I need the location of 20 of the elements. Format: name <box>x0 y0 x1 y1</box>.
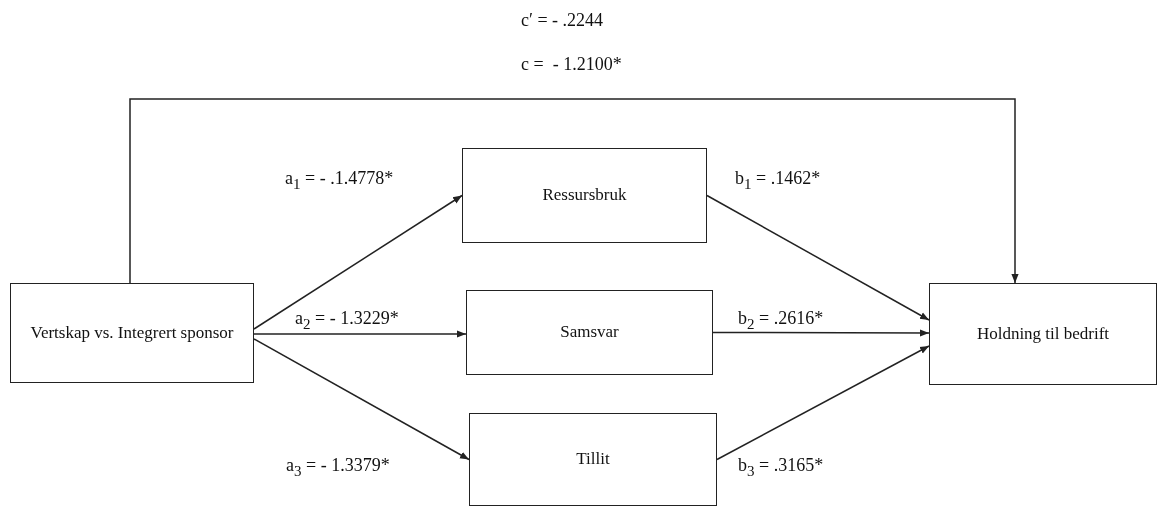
edge-label: b$_{2}$ = .2616* <box>738 308 824 333</box>
arrow <box>129 98 1019 284</box>
arrow <box>253 194 463 330</box>
predictor-box: Vertskap vs. Integrert sponsor <box>10 283 254 383</box>
outcome-box: Holdning til bedrift <box>929 283 1157 385</box>
path-coefficient: c′ = - .2244 <box>521 10 604 31</box>
path-coefficient: c = - 1.2100* <box>521 54 622 75</box>
edge-label: b$_{1}$ = .1462* <box>735 168 821 193</box>
edge-label: a$_{3}$ = - 1.3379* <box>286 455 390 480</box>
mediator-box: Ressursbruk <box>462 148 707 243</box>
edge-label: a$_{2}$ = - 1.3229* <box>295 308 399 333</box>
edge-label: b$_{3}$ = .3165* <box>738 455 824 480</box>
mediator-box: Samsvar <box>466 290 713 375</box>
arrow <box>253 330 467 338</box>
mediator-box: Tillit <box>469 413 717 506</box>
arrow <box>706 194 930 321</box>
arrow <box>712 329 930 337</box>
edge-label: a$_{1}$ = - .1.4778* <box>285 168 394 193</box>
arrow <box>716 345 930 461</box>
arrow <box>253 338 470 461</box>
